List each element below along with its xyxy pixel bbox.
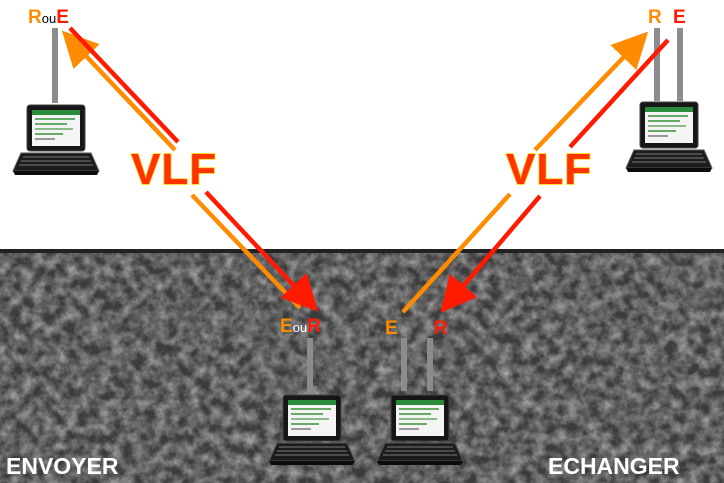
echanger-label: ECHANGER [548,453,680,479]
label-eour: EouR [280,316,321,337]
arrow-icon [533,31,649,152]
label-roue: RouE [28,7,69,28]
vlf-label-left: VLF [131,145,217,194]
label-e: E [56,7,69,28]
label-r: R [28,7,42,28]
laptop-icon [12,104,100,176]
ground-texture [0,250,724,483]
arrow-icon [68,26,180,144]
label-ou: ou [42,11,56,26]
envoyer-label: ENVOYER [6,453,119,479]
label-r-bottom-right: R [434,318,448,339]
arrow-icon [61,30,177,152]
arrow-icon [204,190,319,312]
label-e: E [280,316,293,337]
laptop-icon [625,101,713,173]
arrow-icon [440,194,542,313]
arrow-icon [568,38,670,149]
label-r: R [307,316,321,337]
label-r-top-right: R [648,7,662,28]
vlf-label-right: VLF [506,145,592,194]
antenna-icon [52,28,683,398]
arrow-icon [401,192,512,314]
label-ou: ou [293,320,307,335]
label-e-top-right: E [673,7,686,28]
label-e-bottom-right: E [385,318,398,339]
